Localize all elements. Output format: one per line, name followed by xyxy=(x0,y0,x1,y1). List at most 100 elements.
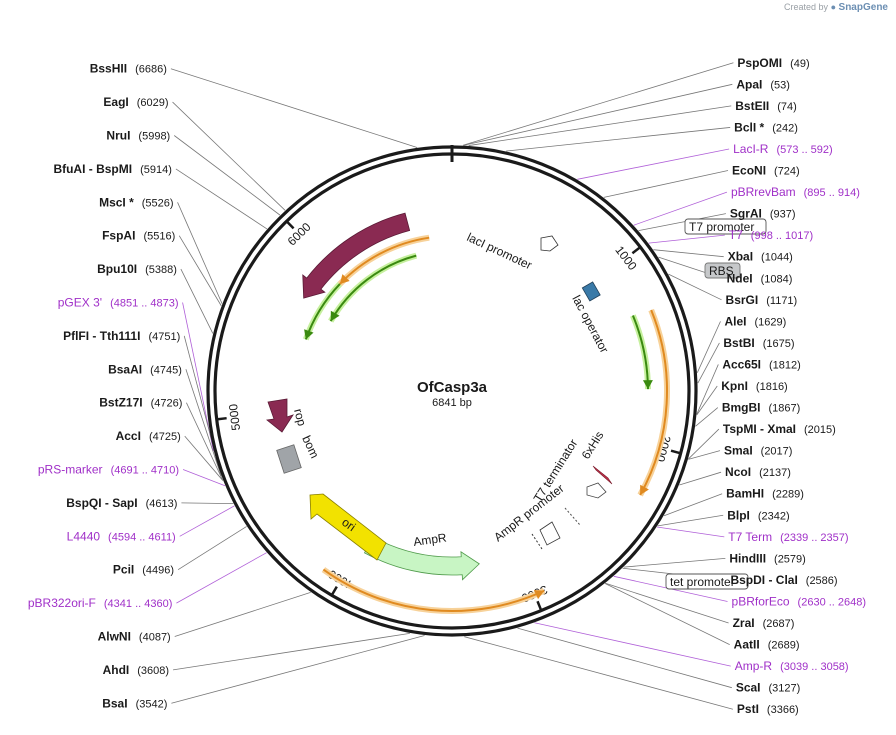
site-name: BlpI xyxy=(727,508,750,522)
site-coord: (6029) xyxy=(137,97,169,109)
site-label-t7[interactable]: T7(998 .. 1017) xyxy=(729,228,813,242)
site-label-ndei[interactable]: NdeI(1084) xyxy=(727,271,793,285)
site-label-scai[interactable]: ScaI(3127) xyxy=(736,681,800,695)
site-label-pcii[interactable]: PciI(4496) xyxy=(113,563,174,577)
leader-line-prs-marker xyxy=(182,469,226,487)
site-label-acci[interactable]: AccI(4725) xyxy=(116,429,181,443)
site-coord: (3366) xyxy=(767,704,799,716)
primer-arc[interactable] xyxy=(322,568,545,612)
site-label-bsteii[interactable]: BstEII(74) xyxy=(735,99,797,113)
laci-promoter-arrow[interactable] xyxy=(540,235,559,252)
leader-line-apai xyxy=(463,83,733,146)
site-label-pbrforeco[interactable]: pBRforEco(2630 .. 2648) xyxy=(732,594,867,608)
site-name: Acc65I xyxy=(722,357,761,371)
site-label-bsshii[interactable]: BssHII(6686) xyxy=(90,62,167,76)
watermark-brand: SnapGene xyxy=(838,2,888,13)
site-label-pbrrevbam[interactable]: pBRrevBam(895 .. 914) xyxy=(731,185,860,199)
leader-line-bsteii xyxy=(468,105,732,146)
site-label-bcli[interactable]: BclI *(242) xyxy=(734,120,798,134)
site-label-nrui[interactable]: NruI(5998) xyxy=(106,129,170,143)
primer-arc[interactable] xyxy=(339,236,430,285)
site-label-fspai[interactable]: FspAI(5516) xyxy=(102,229,175,243)
site-label-bstbi[interactable]: BstBI(1675) xyxy=(723,336,794,350)
site-name: KpnI xyxy=(721,379,748,393)
site-label-acc65i[interactable]: Acc65I(1812) xyxy=(722,357,801,371)
site-label-bamhi[interactable]: BamHI(2289) xyxy=(726,487,804,501)
site-label-bsai[interactable]: BsaI(3542) xyxy=(102,696,167,710)
site-label-bspdi-clai[interactable]: BspDI - ClaI(2586) xyxy=(730,573,837,587)
site-label-econi[interactable]: EcoNI(724) xyxy=(732,164,800,178)
site-label-alei[interactable]: AleI(1629) xyxy=(724,314,786,328)
site-name: LacI-R xyxy=(733,142,769,156)
site-label-tspmi-xmai[interactable]: TspMI - XmaI(2015) xyxy=(723,422,836,436)
site-label-pflfi-tth111i[interactable]: PflFI - Tth111I(4751) xyxy=(63,329,180,343)
site-label-bsaai[interactable]: BsaAI(4745) xyxy=(108,362,182,376)
site-coord: (49) xyxy=(790,58,810,70)
primer-arc[interactable] xyxy=(639,309,668,496)
site-coord: (1044) xyxy=(761,252,793,264)
site-label-sgrai[interactable]: SgrAI(937) xyxy=(730,207,796,221)
site-label-prs-marker[interactable]: pRS-marker(4691 .. 4710) xyxy=(38,463,179,477)
site-label-zrai[interactable]: ZraI(2687) xyxy=(733,616,795,630)
ampr-promoter-arrow[interactable] xyxy=(539,521,561,546)
rbs-box xyxy=(704,262,741,279)
site-label-bpu10i[interactable]: Bpu10I(5388) xyxy=(97,262,177,276)
site-name: AlwNI xyxy=(98,630,131,644)
site-label-eagi[interactable]: EagI(6029) xyxy=(103,95,168,109)
leader-line-eagi xyxy=(172,101,286,211)
site-label-pbr322ori-f[interactable]: pBR322ori-F(4341 .. 4360) xyxy=(28,596,173,610)
site-label-laci-r[interactable]: LacI-R (573 .. 592) xyxy=(733,142,833,156)
site-label-smai[interactable]: SmaI(2017) xyxy=(724,444,792,458)
his-tag-shape[interactable] xyxy=(592,465,613,485)
ampr-arrow[interactable] xyxy=(363,536,480,581)
site-label-hindiii[interactable]: HindIII(2579) xyxy=(729,551,805,565)
site-label-t7-term[interactable]: T7 Term(2339 .. 2357) xyxy=(728,530,848,544)
site-label-blpi[interactable]: BlpI(2342) xyxy=(727,508,789,522)
site-label-psti[interactable]: PstI(3366) xyxy=(737,702,799,716)
bom-box[interactable] xyxy=(276,444,302,474)
leader-line-scai xyxy=(517,627,732,689)
lac-operator-box[interactable] xyxy=(581,281,601,302)
site-coord: (4691 .. 4710) xyxy=(111,465,180,477)
leader-line-pspomi xyxy=(462,62,734,146)
site-label-msci[interactable]: MscI *(5526) xyxy=(99,195,173,209)
site-coord: (4745) xyxy=(150,364,182,376)
site-label-aatii[interactable]: AatII(2689) xyxy=(734,638,800,652)
site-label-pspomi[interactable]: PspOMI(49) xyxy=(737,56,809,70)
site-label-bfuai-bspmi[interactable]: BfuAI - BspMI(5914) xyxy=(53,162,171,176)
leader-line-bsai xyxy=(171,635,425,704)
site-label-pgex-3[interactable]: pGEX 3'(4851 .. 4873) xyxy=(58,296,179,310)
site-label-alwni[interactable]: AlwNI(4087) xyxy=(98,630,171,644)
site-label-amp-r[interactable]: Amp-R(3039 .. 3058) xyxy=(735,659,849,673)
laci-arrow[interactable] xyxy=(302,212,411,299)
site-coord: (3039 .. 3058) xyxy=(780,661,849,673)
leader-line-bcli xyxy=(506,127,731,152)
site-label-bmgbi[interactable]: BmgBI(1867) xyxy=(722,401,800,415)
site-coord: (573 .. 592) xyxy=(776,144,832,156)
site-label-ncoi[interactable]: NcoI(2137) xyxy=(725,465,791,479)
site-label-kpni[interactable]: KpnI(1816) xyxy=(721,379,787,393)
rop-arrow[interactable] xyxy=(266,398,294,433)
primer-arrowhead xyxy=(304,329,314,340)
site-label-apai[interactable]: ApaI(53) xyxy=(736,77,790,91)
primer-arc[interactable] xyxy=(329,254,417,322)
site-label-xbai[interactable]: XbaI(1044) xyxy=(728,250,793,264)
site-label-bsrgi[interactable]: BsrGI(1171) xyxy=(726,293,798,307)
site-name: T7 xyxy=(729,228,743,242)
t7-terminator-shape[interactable] xyxy=(586,482,607,499)
tick-label-5000: 5000 xyxy=(226,403,243,432)
leader-line-bstbi xyxy=(697,342,720,384)
leader-line-t7 xyxy=(648,234,725,244)
boxed-label-tet-promoter: tet promoter xyxy=(665,573,749,590)
site-label-ahdi[interactable]: AhdI(3608) xyxy=(103,663,169,677)
site-label-l4440[interactable]: L4440(4594 .. 4611) xyxy=(67,529,176,543)
laci-promoter-label: lacI promoter xyxy=(465,230,534,272)
site-coord: (6686) xyxy=(135,64,167,76)
site-label-bspqi-sapi[interactable]: BspQI - SapI(4613) xyxy=(66,496,177,510)
site-label-bstz17i[interactable]: BstZ17I(4726) xyxy=(99,396,182,410)
site-labels: PspOMI(49) ApaI(53) BstEII(74) BclI *(242) L… xyxy=(28,56,866,716)
site-coord: (1867) xyxy=(768,403,800,415)
ori-arrow[interactable] xyxy=(309,493,387,561)
site-coord: (2017) xyxy=(761,446,793,458)
lac-operator-label: lac operator xyxy=(569,293,611,356)
